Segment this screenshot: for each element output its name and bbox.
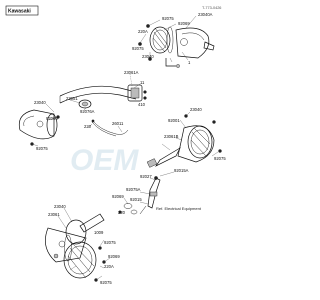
part-label: 92075 [162, 16, 174, 21]
lower-stem [118, 176, 161, 215]
part-label: 92075A [126, 187, 141, 192]
lamp-left [18, 109, 60, 146]
reference-note: Ref. Electrical Equipment [156, 206, 202, 211]
part-label: 92000 [46, 116, 58, 121]
parts-diagram: OEM Kawasaki T-773-0426 [5, 5, 226, 285]
part-label: 26011 [112, 121, 124, 126]
part-label: 23040 [190, 107, 202, 112]
lamp-bottom [45, 213, 106, 282]
part-label: 220A [138, 29, 148, 34]
part-label: 220A [104, 264, 114, 269]
screw-icon [184, 114, 222, 153]
brand-logo: Kawasaki [5, 5, 39, 16]
part-label: 92027 [140, 174, 152, 179]
part-label: 92015A [174, 168, 189, 173]
part-label: 92075 [132, 46, 144, 51]
part-label: 23061A [124, 70, 139, 75]
part-label: 92075 [100, 280, 112, 285]
part-label: 23051 [66, 96, 78, 101]
part-label: 92075 [36, 146, 48, 151]
watermark: OEM [70, 144, 139, 177]
part-labels: 23040A 92075 92069 220A 92075 23040 1 23… [34, 12, 226, 285]
screw-icon [94, 246, 106, 282]
part-label: 92075 [104, 240, 116, 245]
part-label: 23061B [164, 134, 179, 139]
lamp-right-middle [146, 114, 222, 168]
part-label: 23040 [34, 100, 46, 105]
part-label: 92069 [178, 21, 190, 26]
part-label: 220 [118, 210, 126, 215]
part-label: 92069 [112, 194, 124, 199]
screw-icon [30, 115, 60, 146]
part-label: 11 [140, 80, 145, 85]
handlebar-assembly [59, 84, 147, 137]
part-label: 23040 [54, 204, 66, 209]
part-label: 220 [84, 124, 92, 129]
part-label: 23061 [48, 212, 60, 217]
part-label: 92001 [168, 118, 180, 123]
svg-text:Kawasaki: Kawasaki [8, 9, 31, 15]
part-label: 410 [138, 102, 146, 107]
part-label: 92076A [80, 109, 95, 114]
screw-icon [138, 24, 152, 61]
part-label: 1009 [94, 230, 104, 235]
part-label: 92015 [130, 197, 142, 202]
part-label: 92069 [108, 254, 120, 259]
corner-code: T-773-0426 [202, 6, 221, 10]
part-label: 92075 [214, 156, 226, 161]
part-label: 23040A [198, 12, 213, 17]
lamp-top-right [138, 24, 215, 68]
leader-lines [31, 15, 219, 281]
part-label: 1 [188, 60, 191, 65]
part-label: 23040 [142, 54, 154, 59]
